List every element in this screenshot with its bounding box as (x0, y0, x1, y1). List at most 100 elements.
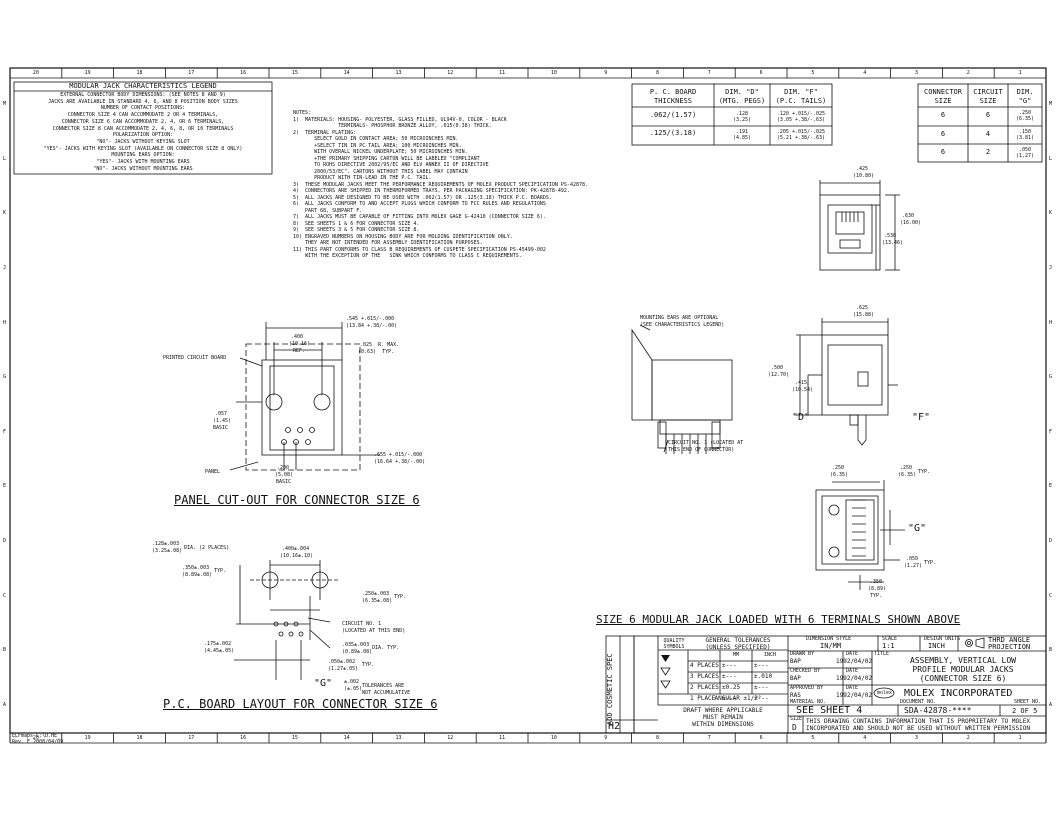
dim-425: .425 (856, 166, 869, 172)
size-table-header: DIM. "G" (1016, 88, 1034, 105)
sheet-label: SHEET NO. (1014, 699, 1042, 705)
border-col-label: 2 (966, 735, 970, 741)
border-col-label: 12 (447, 735, 454, 741)
dim-415: .415 (795, 380, 808, 386)
legend-line: MOUNTING EARS OPTION: (111, 152, 175, 159)
side-view-ears (631, 324, 733, 454)
border-row-label: K (3, 210, 7, 217)
dim-250-typ: TYP. (918, 469, 931, 475)
dim-250-mm: (6.35±.08) (362, 598, 393, 604)
legend-line: NUMBER OF CONTACT POSITIONS: (100, 105, 186, 112)
drawn-label: DRAWN BY (790, 651, 815, 657)
dim-630-mm: (16.00) (900, 220, 922, 226)
pcb-table-header: DIM. "D" (MTG. PEGS) (718, 88, 766, 105)
tolerance-cell: ±--- (754, 695, 769, 702)
dim-545-mm: (13.84 +.38/-.00) (346, 323, 398, 329)
legend-line: "YES"- JACKS WITH MOUNTING EARS (96, 159, 190, 165)
border-col-label: 15 (291, 70, 298, 76)
sheet-value: 2 OF 5 (1012, 707, 1038, 715)
size-table-cell: 6 (940, 130, 946, 138)
circuit1-label: CIRCUIT NO. 1 (342, 621, 382, 627)
d-label: "D" (792, 412, 811, 423)
dim-250-typ: TYP. (394, 594, 407, 600)
size-table-cell: 2 (985, 148, 991, 156)
quality-symbols (660, 655, 671, 689)
border-col-label: 18 (136, 70, 143, 76)
legend-line: CONNECTOR SIZE 6 CAN ACCOMMODATE 2, 4, O… (61, 118, 225, 125)
note-line: 11) THIS PART CONFORMS TO CLASS B REQUIR… (293, 246, 546, 253)
border-row-label: K (1049, 210, 1053, 217)
title-block-lines (605, 635, 1047, 734)
dim-545: .545 +.015/-.000 (346, 316, 395, 322)
ears-note2: (SEE CHARACTERISTICS LEGEND) (640, 322, 725, 328)
tolerance-cell: ±--- (754, 684, 769, 691)
doc-label: DOCUMENT NO. (900, 699, 937, 705)
molex-logo: molex (877, 690, 893, 696)
border-row-label: F (1049, 428, 1053, 435)
f-label: "F" (912, 412, 931, 423)
note-line: 2000/53/EC". CARTONS WITHOUT THIS LABEL … (293, 168, 468, 175)
legend-line: POLARIZATION OPTION: (112, 132, 174, 139)
approved-by: RAS (790, 692, 801, 699)
dim-200: .200 (277, 465, 290, 471)
border-col-label: 8 (655, 735, 659, 741)
dim-400-ref: REF. (293, 348, 306, 354)
border-row-label: D (1049, 537, 1053, 544)
border-col-label: 4 (863, 70, 867, 76)
border-col-label: 13 (395, 735, 402, 741)
size-table-cell: 6 (940, 148, 946, 156)
size-value: D (792, 723, 797, 732)
note-line: 1) MATERIALS: HOUSING- POLYESTER, GLASS … (293, 116, 507, 123)
border-col-label: 19 (84, 735, 91, 741)
dim-250-a: .250 (832, 465, 845, 471)
note-line: PRODUCT WITH TIN-LEAD IN THE P.C. TAIL. (293, 175, 432, 181)
dim-057-basic: BASIC (213, 425, 229, 431)
approved-date-label: DATE (846, 685, 859, 691)
border-row-label: A (1049, 701, 1053, 708)
dim-250-b: .250 (900, 465, 913, 471)
size-table-cell: 6 (985, 111, 991, 119)
tol-note: TOLERANCES ARE (362, 683, 405, 689)
border-col-label: 1 (1018, 70, 1022, 76)
border-row-label: F (3, 428, 7, 435)
border-col-label: 16 (240, 70, 247, 76)
pcb-table-cell: .062/(1.57) (649, 111, 697, 119)
pcb-layout-caption: P.C. BOARD LAYOUT FOR CONNECTOR SIZE 6 (163, 697, 438, 711)
note-line: THEY ARE NOT INTENDED FOR ASSEMBLY IDENT… (293, 240, 483, 246)
note-line: 5) ALL JACKS ARE DESIGNED TO BE USED WIT… (293, 194, 552, 201)
border-col-label: 12 (447, 70, 454, 76)
angular-tol: ANGULAR ±1/2° (714, 695, 762, 702)
note-line: +SELECT TIN IN PC TAIL AREA; 100 MICROIN… (293, 142, 462, 149)
dim-350b-typ: TYP. (870, 593, 883, 599)
dim-425-mm: (10.80) (853, 173, 875, 179)
border-col-label: 18 (136, 735, 143, 741)
material-label: MATERIAL NO. (790, 699, 827, 705)
tolerance-cell: ±--- (722, 673, 737, 680)
size-table-cell: 6 (940, 111, 946, 119)
design-units-label: DESIGN UNITS (924, 636, 961, 642)
dim-530: .530 (884, 233, 897, 239)
border-col-label: 9 (604, 735, 608, 741)
circuit1-label2: (LOCATED AT THIS END) (342, 628, 406, 634)
size-table-cell: .250 (6.35) (1015, 110, 1035, 122)
dim-400-mm: (10.16) (289, 341, 311, 347)
general-tolerances: GENERAL TOLERANCES (UNLESS SPECIFIED) (705, 637, 771, 651)
dim-500-mm: (12.70) (768, 372, 790, 378)
tolerance-cell: ±--- (722, 695, 737, 702)
g-label-pcb: "G" (314, 678, 333, 689)
border-col-label: 10 (550, 70, 557, 76)
dim-050b-mm: (1.27) (904, 563, 923, 569)
border-col-label: 20 (32, 70, 39, 76)
pcb-layout-view (234, 560, 340, 680)
company-name: MOLEX INCORPORATED (904, 688, 1013, 699)
border-col-label: 14 (343, 70, 350, 76)
dim-350b-mm: (8.89) (868, 586, 887, 592)
size-label: SIZE (790, 716, 803, 722)
size-table-header: CIRCUIT SIZE (973, 88, 1003, 105)
note-line: 10) ENGRAVED NUMBERS ON HOUSING BODY ARE… (293, 233, 513, 240)
panel-caption: PANEL CUT-OUT FOR CONNECTOR SIZE 6 (174, 493, 420, 507)
footer-line2: Rev. E 2008/04/09 (12, 739, 64, 745)
border-col-label: 16 (240, 735, 247, 741)
dim-655: .655 +.015/-.000 (374, 452, 423, 458)
